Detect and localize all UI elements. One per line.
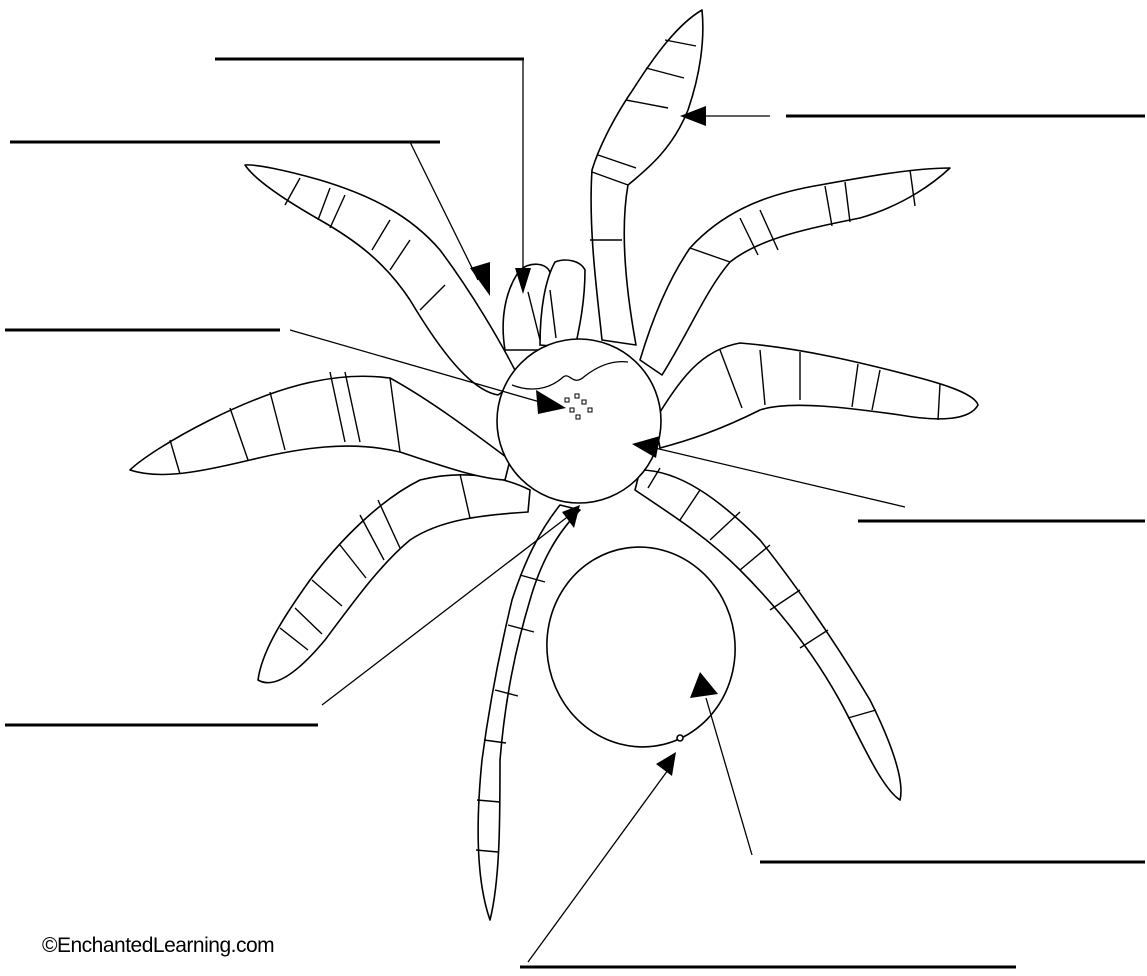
copyright-credit: ©EnchantedLearning.com bbox=[42, 934, 274, 958]
abdomen bbox=[534, 535, 748, 759]
leg-left-4 bbox=[478, 505, 580, 920]
spinneret bbox=[677, 735, 683, 741]
spider-fangs bbox=[503, 260, 585, 350]
leg-left-2 bbox=[130, 376, 510, 480]
cephalothorax bbox=[497, 339, 661, 503]
label-pointer-4 bbox=[680, 106, 1145, 126]
label-pointer-7 bbox=[690, 672, 1145, 862]
label-pointer-8 bbox=[520, 752, 1016, 967]
leg-left-3 bbox=[258, 475, 530, 683]
leg-right-3 bbox=[655, 343, 978, 448]
leg-right-2 bbox=[640, 168, 950, 375]
